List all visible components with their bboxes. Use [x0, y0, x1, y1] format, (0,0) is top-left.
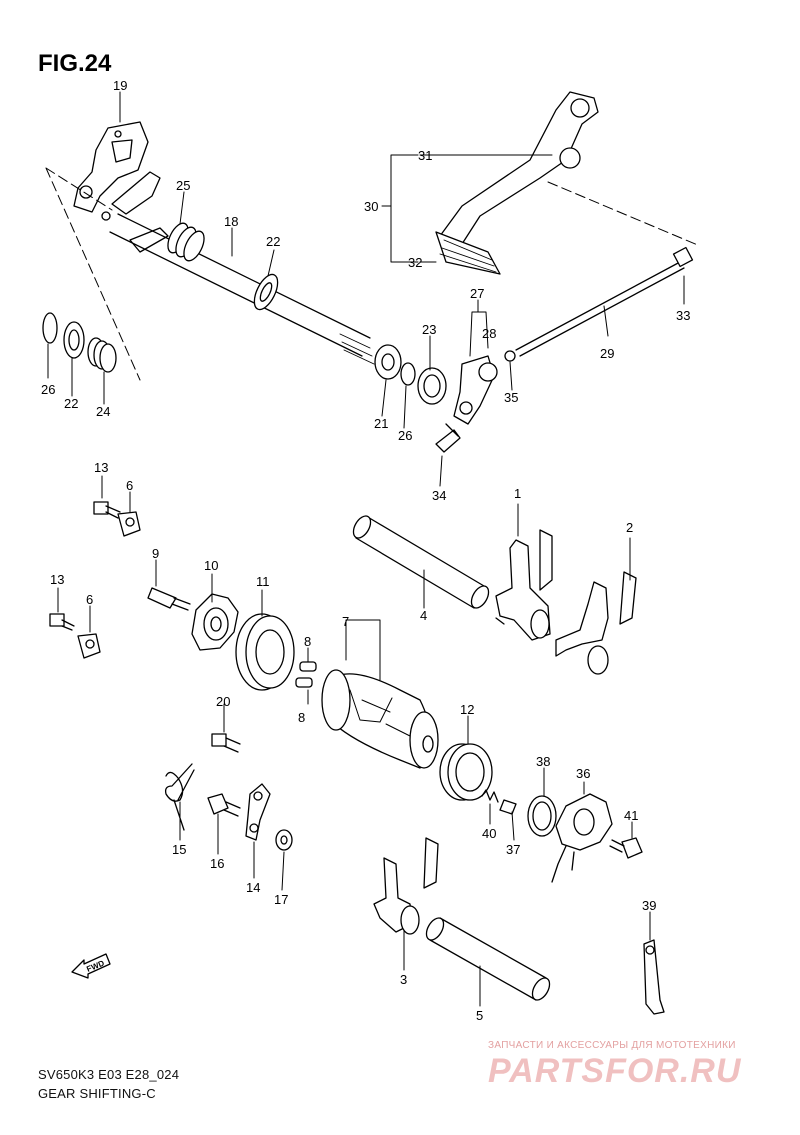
label-35: 35: [504, 390, 518, 405]
label-10: 10: [204, 558, 218, 573]
label-20: 20: [216, 694, 230, 709]
bolt-20: [211, 733, 241, 753]
label-13-lower: 13: [50, 572, 64, 587]
pin-9: [147, 587, 191, 611]
label-4: 4: [420, 608, 427, 623]
label-29: 29: [600, 346, 614, 361]
label-15: 15: [172, 842, 186, 857]
label-12: 12: [460, 702, 474, 717]
gearshift-shaft-assembly: [45, 121, 375, 381]
shaft-end-washers: [374, 344, 447, 405]
shift-fork-2: [555, 571, 637, 675]
label-25: 25: [176, 178, 190, 193]
label-16: 16: [210, 856, 224, 871]
fork-shaft-5: [425, 917, 551, 1001]
clamp-39: [643, 939, 665, 1015]
label-8-upper: 8: [304, 634, 311, 649]
gearshift-cam-drum: [321, 669, 439, 769]
fwd-arrow-icon: [71, 953, 111, 979]
left-ring-set: [42, 312, 117, 373]
label-3: 3: [400, 972, 407, 987]
label-9: 9: [152, 546, 159, 561]
label-11: 11: [256, 574, 270, 589]
bearing-11: [235, 613, 295, 691]
label-21: 21: [374, 416, 388, 431]
label-19: 19: [113, 78, 127, 93]
label-31: 31: [418, 148, 432, 163]
gear-position-switch: [551, 793, 613, 883]
label-40: 40: [482, 826, 496, 841]
model-code: SV650K3 E03 E28_024: [38, 1067, 180, 1082]
label-26-left: 26: [41, 382, 55, 397]
label-2: 2: [626, 520, 633, 535]
label-17: 17: [274, 892, 288, 907]
label-28: 28: [482, 326, 496, 341]
fig-title: FIG.24: [38, 50, 112, 77]
label-38: 38: [536, 754, 550, 769]
section-name: GEAR SHIFTING-C: [38, 1086, 156, 1101]
label-8-lower: 8: [298, 710, 305, 725]
shift-fork-1: [495, 529, 553, 641]
label-5: 5: [476, 1008, 483, 1023]
needle-bearing-12: [439, 743, 493, 801]
part-number-labels: 19 25 18 22 26 22 24 21 26 23 27 28 29 3…: [41, 78, 690, 1023]
label-22-left: 22: [64, 396, 78, 411]
label-33: 33: [676, 308, 690, 323]
watermark-brand: PARTSFOR.RU: [488, 1052, 742, 1090]
leader-lines: [47, 91, 685, 1007]
label-36: 36: [576, 766, 590, 781]
o-ring-38: [527, 795, 557, 837]
cam-stopper-plate: [191, 593, 239, 651]
bolt-41: [609, 837, 643, 859]
shift-link-arm: [435, 350, 516, 453]
label-27: 27: [470, 286, 484, 301]
label-41: 41: [624, 808, 638, 823]
label-37: 37: [506, 842, 520, 857]
drum-pins: [295, 661, 317, 688]
label-18: 18: [224, 214, 238, 229]
label-13-upper: 13: [94, 460, 108, 475]
fork-shaft-4: [352, 515, 490, 609]
spring-pin-set: [481, 789, 517, 815]
shift-rod: [515, 181, 701, 357]
label-6-lower: 6: [86, 592, 93, 607]
label-32: 32: [408, 255, 422, 270]
label-14: 14: [246, 880, 260, 895]
bolt-plate-upper: [93, 501, 141, 537]
watermark-tagline: ЗАПЧАСТИ И АКСЕССУАРЫ ДЛЯ МОТОТЕХНИКИ: [488, 1040, 736, 1051]
bolt-16: [207, 793, 241, 817]
label-23: 23: [422, 322, 436, 337]
link-plate-14: [245, 783, 271, 841]
label-22-upper: 22: [266, 234, 280, 249]
torsion-spring-15: [164, 763, 195, 831]
washer-17: [275, 829, 293, 851]
label-26-right: 26: [398, 428, 412, 443]
label-1: 1: [514, 486, 521, 501]
label-7: 7: [342, 614, 349, 629]
gearshift-lever: [435, 91, 599, 275]
shift-fork-3: [373, 837, 439, 935]
bolt-plate-lower: [49, 613, 101, 659]
label-39: 39: [642, 898, 656, 913]
fwd-label: FWD: [85, 959, 105, 974]
label-24: 24: [96, 404, 110, 419]
label-30: 30: [364, 199, 378, 214]
label-6-upper: 6: [126, 478, 133, 493]
label-34: 34: [432, 488, 446, 503]
